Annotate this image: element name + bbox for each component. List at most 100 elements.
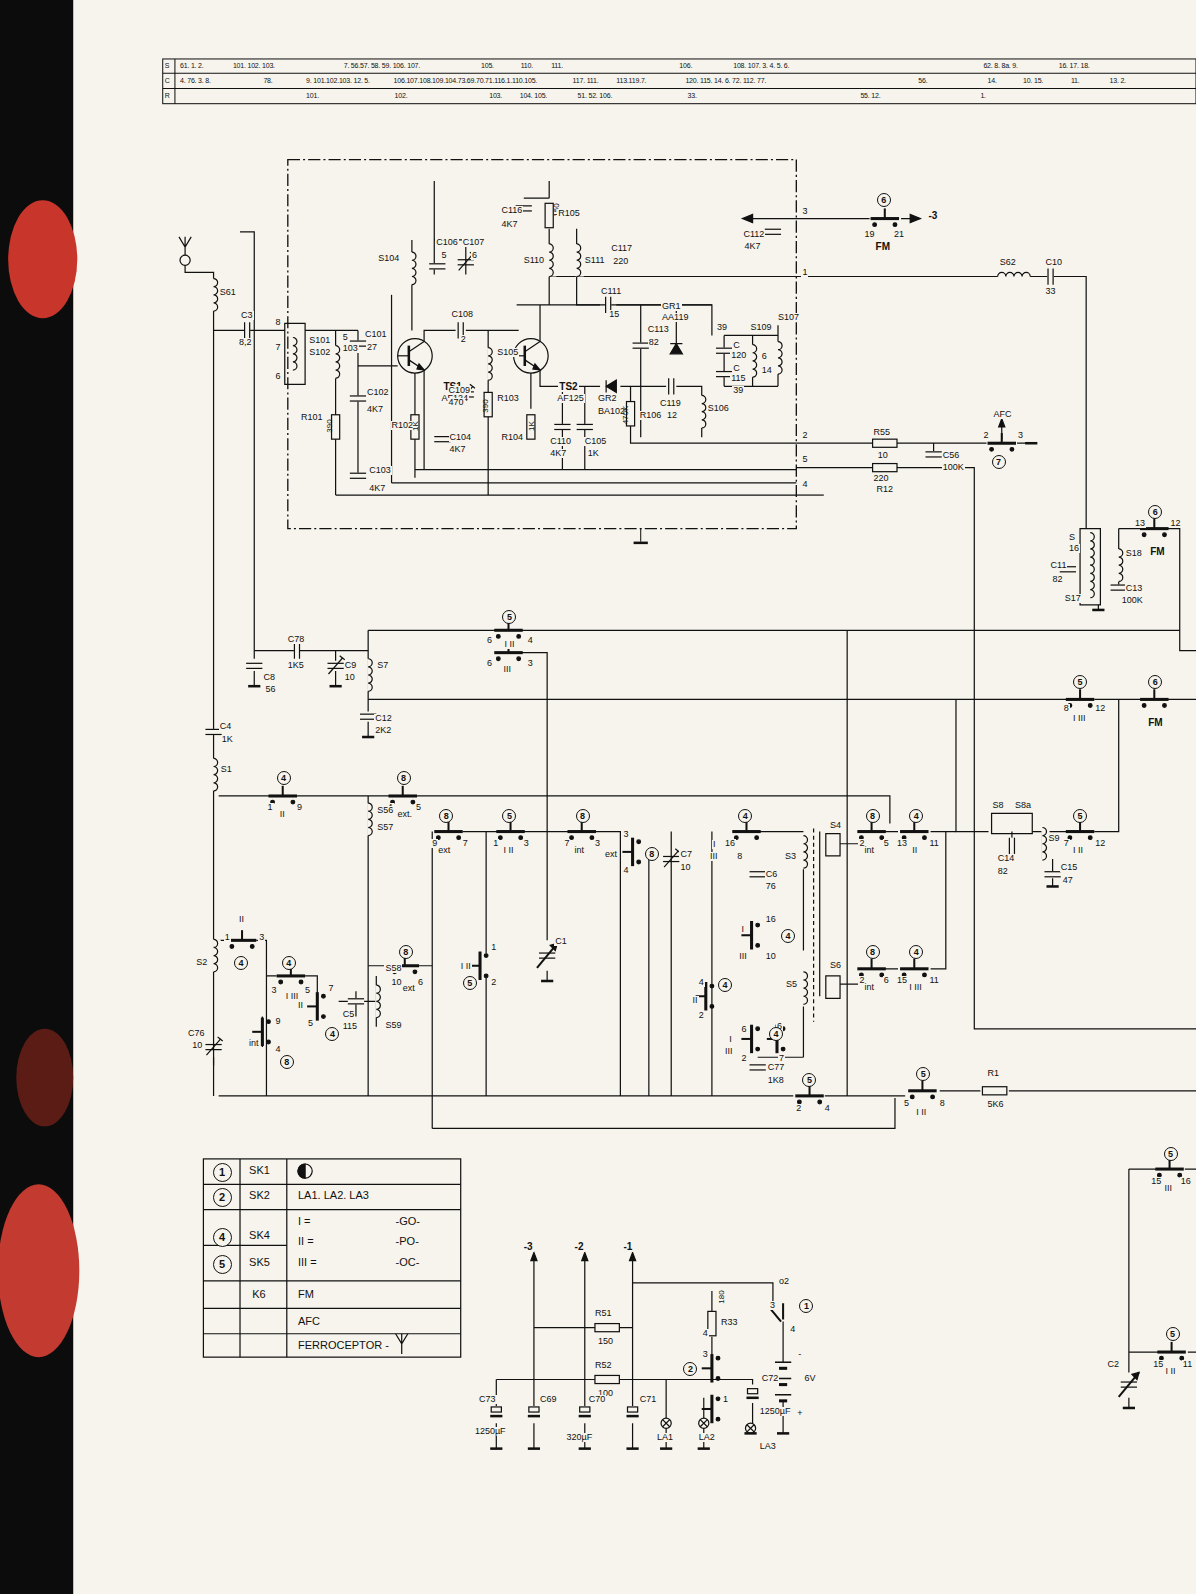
component-label: 320µF [566, 1433, 594, 1442]
component-label: + [796, 1409, 803, 1418]
component-label: 4 [702, 1329, 709, 1338]
component-label: AA119 [661, 313, 689, 322]
component-label: LA2 [698, 1433, 716, 1442]
component-symbol [626, 1448, 638, 1449]
table-cell: 1. [979, 92, 986, 99]
component-label: 82 [1052, 575, 1064, 584]
component-symbol [531, 1252, 537, 1260]
component-label: C13 [1125, 584, 1144, 593]
resistor-value: 1K [528, 420, 536, 432]
component-label: o2 [778, 1277, 790, 1286]
component-label: S101 [308, 336, 331, 345]
component-label: C110 [549, 437, 572, 446]
component-symbol [582, 1252, 588, 1260]
tuner-box [288, 160, 797, 543]
component-symbol [1044, 871, 1060, 877]
component-label: S106 [707, 404, 730, 413]
wire [412, 181, 466, 330]
switch-number: 6 [877, 193, 891, 207]
component-symbol [367, 659, 375, 692]
resistor-value: 390 [482, 398, 490, 413]
component-label: C15 [1060, 863, 1079, 872]
component-symbol [487, 348, 495, 381]
part-label: -2 [574, 1242, 585, 1252]
component-label: II [911, 846, 918, 855]
resistor-value: 180 [718, 1289, 726, 1304]
component-symbol [1009, 838, 1015, 854]
component-symbol [244, 322, 250, 338]
component-label: C8 [262, 673, 276, 682]
component-label: S1 [220, 765, 233, 774]
component-label: 3 [258, 933, 265, 942]
component-label: C4 [219, 722, 233, 731]
component-label: 2 [982, 431, 989, 440]
component-symbol [900, 821, 928, 839]
component-label: C3 [240, 311, 254, 320]
component-symbol [750, 871, 766, 877]
component-symbol [528, 1407, 540, 1416]
tuner-box [288, 160, 797, 529]
component-symbol [999, 419, 1005, 427]
wire [1129, 1169, 1196, 1408]
component-label: 4 [789, 1325, 796, 1334]
component-label: 10 [765, 952, 777, 961]
wire [285, 323, 305, 384]
component-symbol [411, 415, 419, 439]
switch-number: 8 [399, 945, 413, 959]
component-symbol [1155, 1159, 1183, 1177]
switch-number: 2 [213, 1188, 232, 1207]
component-symbol [744, 1433, 756, 1434]
component-label: R51 [594, 1309, 613, 1318]
component-symbol [579, 1448, 591, 1449]
component-label: C76 [187, 1029, 206, 1038]
component-label: S9 [1048, 834, 1061, 843]
component-label: 6 [417, 978, 424, 987]
table-cell: 9. 101.102.103. 12. 5. [305, 77, 371, 84]
switch-number: 5 [213, 1255, 232, 1274]
wire [521, 653, 547, 981]
component-label: ext [437, 846, 451, 855]
switch-number: 4 [738, 809, 752, 823]
component-symbol [908, 1081, 936, 1099]
wire [562, 386, 796, 469]
component-label: 5 [801, 455, 808, 464]
component-symbol [750, 1064, 766, 1070]
variable-capacitor [537, 943, 557, 967]
component-label: R52 [594, 1361, 613, 1370]
component-label: 4K7 [743, 242, 761, 251]
component-label: S6 [829, 961, 842, 970]
component-symbol [745, 1423, 755, 1433]
component-label: 1 [224, 933, 231, 942]
component-label: III [709, 852, 719, 861]
wire [820, 630, 847, 1096]
table-cell: 51. 52. 106. [577, 92, 614, 99]
component-symbol [622, 838, 640, 866]
component-symbol [213, 939, 221, 972]
component-label: 103 [342, 344, 359, 353]
component-symbol [595, 1324, 619, 1332]
table-cell: 33. [687, 92, 698, 99]
wire [813, 829, 814, 1022]
component-label: 2 [795, 1104, 802, 1113]
component-label: 82 [648, 338, 660, 347]
component-label: 16 [765, 915, 777, 924]
component-label: 1 [801, 268, 808, 277]
component-label: 4K7 [366, 405, 384, 414]
component-symbol [205, 203, 1185, 1448]
component-symbol [765, 229, 781, 235]
component-label: 8,2 [238, 338, 253, 347]
wire [336, 470, 797, 495]
component-label: R102 [391, 421, 415, 430]
legend-cell: LA1. LA2. LA3 [297, 1190, 370, 1201]
reference-table [163, 73, 1196, 74]
component-label: I [712, 840, 717, 849]
component-symbol [1047, 886, 1059, 887]
wire [219, 1091, 1196, 1096]
component-label: R55 [873, 428, 892, 437]
component-label: C [732, 341, 741, 350]
switch-number: 4 [277, 771, 291, 785]
component-label: 12 [1094, 704, 1106, 713]
component-symbol [411, 252, 419, 285]
component-label: C1 [554, 937, 568, 946]
wire [214, 940, 433, 1096]
